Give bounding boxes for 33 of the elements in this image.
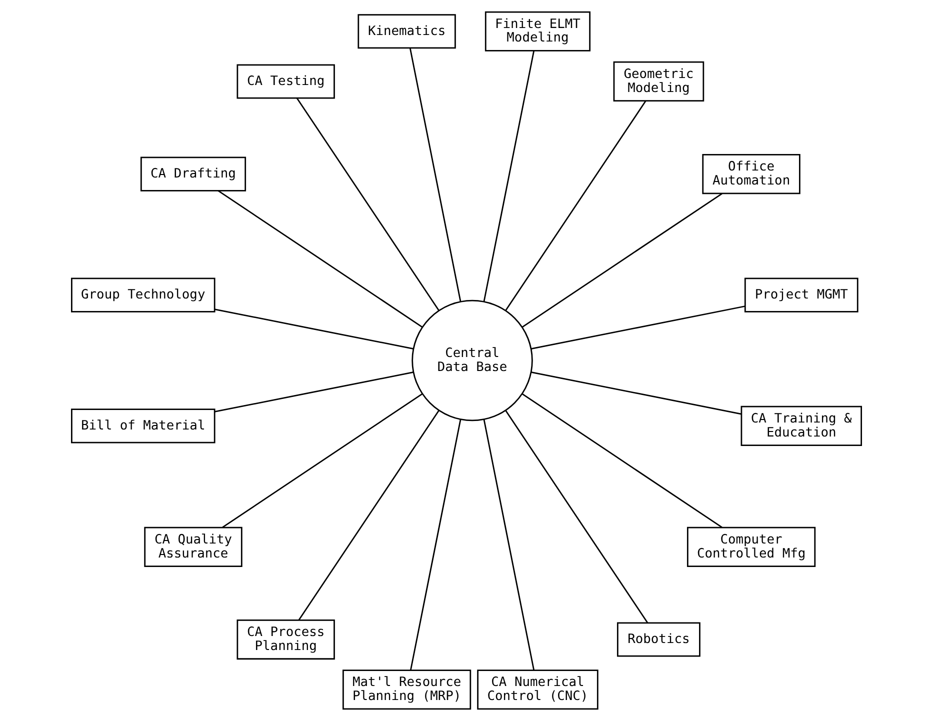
connector	[214, 308, 414, 350]
node-box: CA Training & Education	[740, 406, 862, 446]
node-box: Bill of Material	[71, 408, 216, 444]
connector	[214, 372, 414, 412]
node-box: Kinematics	[358, 14, 456, 49]
node-box: Project MGMT	[744, 278, 858, 312]
connector	[222, 393, 423, 528]
node-box: Finite ELMT Modeling	[484, 11, 591, 52]
connector	[483, 419, 535, 670]
connector	[522, 393, 722, 528]
connector	[483, 50, 535, 302]
node-box: CA Quality Assurance	[144, 526, 242, 567]
connector	[530, 306, 746, 350]
connector	[218, 190, 423, 328]
connector	[410, 419, 462, 670]
connector	[505, 100, 646, 311]
node-box: CA Numerical Control (CNC)	[477, 670, 598, 710]
node-circle: Central Data Base	[412, 300, 533, 422]
connector	[409, 48, 462, 302]
connector	[522, 193, 722, 328]
node-box: Group Technology	[71, 278, 216, 312]
node-box: Mat'l Resource Planning (MRP)	[342, 670, 472, 710]
node-box: CA Drafting	[140, 156, 246, 192]
connector	[530, 372, 742, 415]
node-box: CA Process Planning	[236, 619, 335, 660]
node-box: CA Testing	[236, 64, 335, 99]
connector	[298, 410, 440, 620]
connector	[505, 410, 648, 624]
connector	[296, 98, 440, 311]
node-box: Computer Controlled Mfg	[686, 526, 816, 567]
node-box: Office Automation	[702, 154, 800, 194]
node-box: Robotics	[616, 622, 700, 657]
node-box: Geometric Modeling	[613, 61, 704, 102]
